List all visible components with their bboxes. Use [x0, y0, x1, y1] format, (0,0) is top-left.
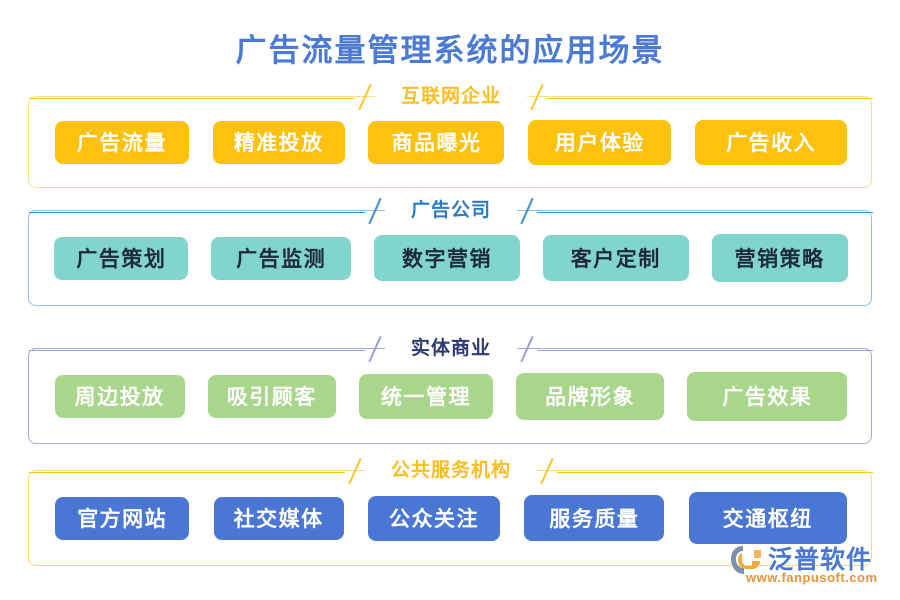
pill-item[interactable]: 用户体验 — [528, 119, 672, 165]
pill-item[interactable]: 统一管理 — [358, 373, 493, 419]
pill-item[interactable]: 营销策略 — [711, 234, 848, 282]
pill-item[interactable]: 周边投放 — [54, 374, 185, 418]
pill-item[interactable]: 精准投放 — [212, 120, 345, 164]
pill-item[interactable]: 服务质量 — [524, 495, 665, 541]
pill-item[interactable]: 广告流量 — [54, 120, 189, 164]
pill-item[interactable]: 公众关注 — [367, 495, 500, 541]
pill-item[interactable]: 客户定制 — [542, 235, 689, 281]
pill-row-ad-company: 广告策划 广告监测 数字营销 客户定制 营销策略 — [29, 211, 873, 305]
pill-item[interactable]: 广告收入 — [695, 119, 848, 165]
pill-row-public-service: 官方网站 社交媒体 公众关注 服务质量 交通枢纽 — [29, 471, 873, 565]
section-internet-enterprise: 互联网企业 广告流量 精准投放 商品曝光 用户体验 广告收入 — [28, 84, 874, 188]
brand-logo: 泛普软件 www.fanpusoft.com — [722, 540, 882, 588]
pill-item[interactable]: 广告策划 — [54, 236, 189, 280]
section-ad-company: 广告公司 广告策划 广告监测 数字营销 客户定制 营销策略 — [28, 198, 874, 306]
pill-item[interactable]: 官方网站 — [55, 496, 190, 540]
logo-brand-name: 泛普软件 — [768, 547, 873, 574]
pill-item[interactable]: 交通枢纽 — [688, 492, 847, 544]
page-title: 广告流量管理系统的应用场景 — [235, 33, 665, 68]
pill-item[interactable]: 广告效果 — [687, 371, 848, 421]
pill-row-physical-business: 周边投放 吸引顾客 统一管理 品牌形象 广告效果 — [29, 349, 873, 443]
logo-website-url: www.fanpusoft.com — [746, 570, 878, 585]
pill-item[interactable]: 吸引顾客 — [207, 374, 336, 418]
pill-item[interactable]: 商品曝光 — [368, 120, 505, 164]
pill-item[interactable]: 社交媒体 — [213, 496, 344, 540]
fanpu-logo-mark-icon — [730, 544, 766, 576]
pill-item[interactable]: 数字营销 — [373, 235, 520, 281]
pill-row-internet-enterprise: 广告流量 精准投放 商品曝光 用户体验 广告收入 — [29, 97, 873, 187]
pill-item[interactable]: 品牌形象 — [516, 372, 665, 420]
pill-item[interactable]: 广告监测 — [211, 236, 352, 280]
section-physical-business: 实体商业 周边投放 吸引顾客 统一管理 品牌形象 广告效果 — [28, 336, 874, 444]
